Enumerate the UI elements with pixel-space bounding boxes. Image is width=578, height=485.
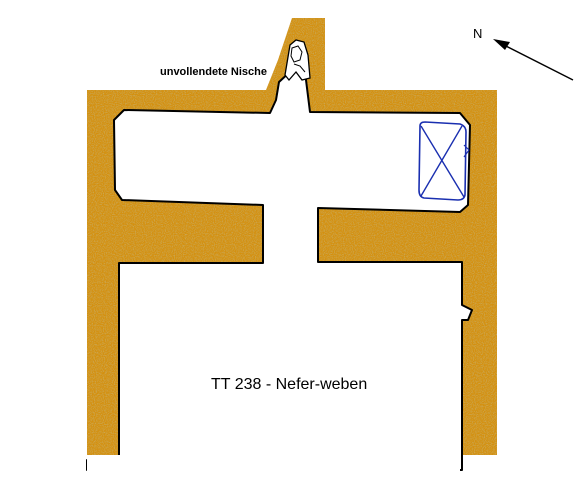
unfinished-niche <box>284 39 311 82</box>
north-arrow-head <box>493 39 510 50</box>
inner-hall <box>86 69 473 471</box>
tomb-title: TT 238 - Nefer-weben <box>211 376 367 393</box>
sarcophagus-marker <box>418 121 470 201</box>
north-label: N <box>473 26 482 41</box>
left-open-strip <box>87 455 120 485</box>
north-arrow: N <box>473 26 574 81</box>
tomb-interior <box>86 69 473 485</box>
bottom-open <box>88 455 460 485</box>
niche-label: unvollendete Nische <box>160 66 267 78</box>
north-arrow-line <box>497 41 574 81</box>
